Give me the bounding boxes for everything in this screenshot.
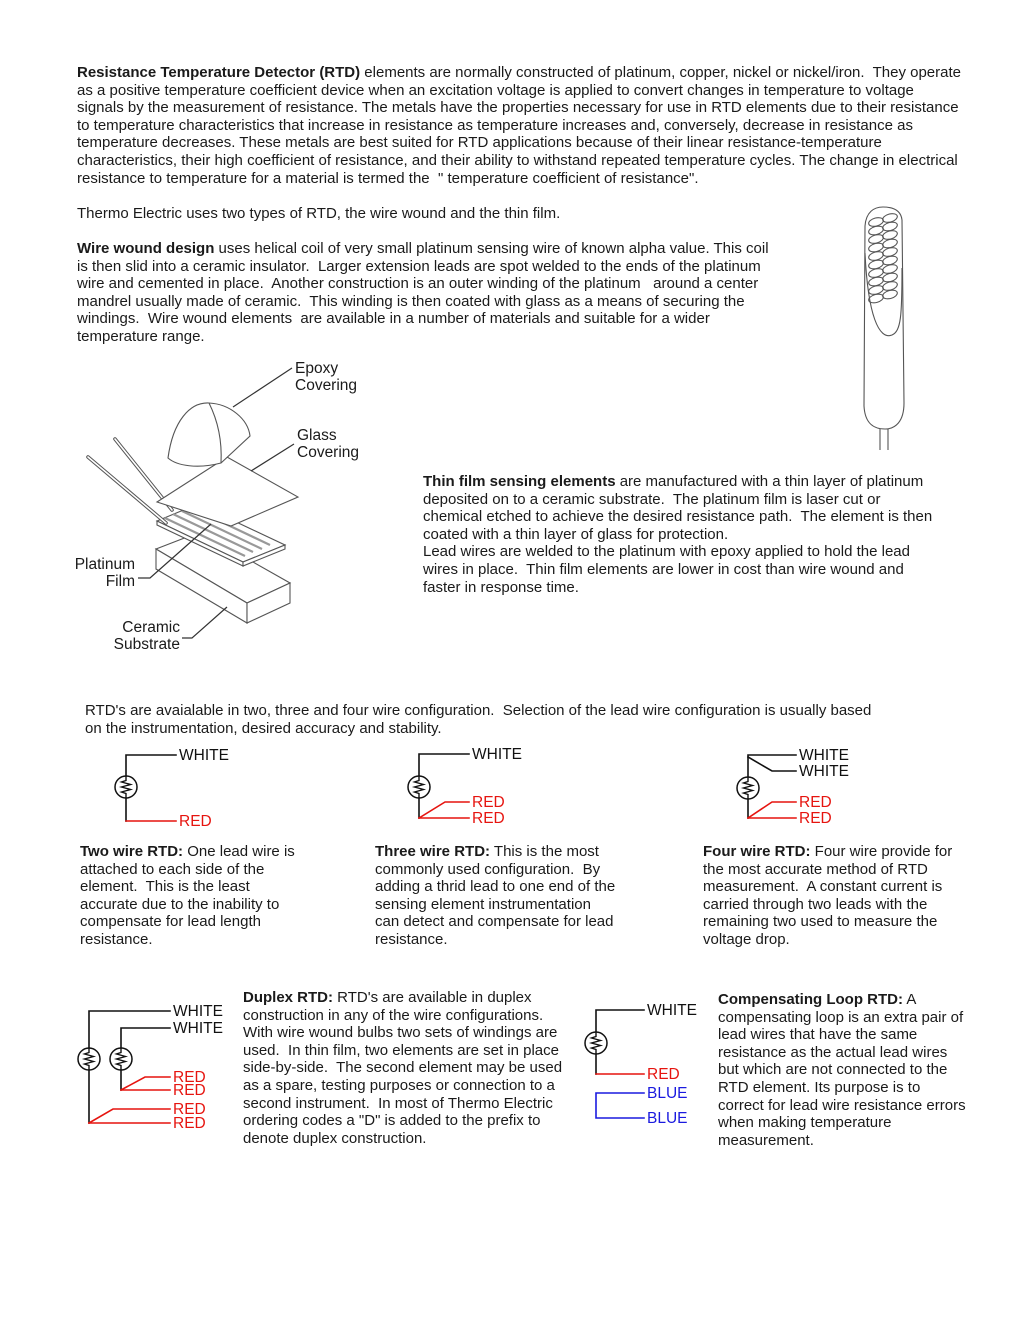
thin-film-body-text: are manufactured with a thin layer of pl… [423,473,933,596]
rtd-element-symbol [109,1047,133,1071]
comp-white-label: WHITE [647,1002,697,1019]
intro-body-text: elements are normally constructed of pla… [77,64,966,187]
label-epoxy-covering: Epoxy Covering [295,360,358,395]
three-wire-red-label-2: RED [472,810,505,827]
three-wire-white-lead [418,753,470,777]
label-ceramic-substrate: Ceramic Substrate [113,619,180,654]
duplex-red-label-2: RED [173,1082,206,1099]
four-wire-title-bold: Four wire RTD: [703,843,811,860]
leader-lines [138,367,295,639]
four-wire-white-label-1: WHITE [799,747,849,764]
four-wire-red-label-2: RED [799,810,832,827]
comp-blue-label-1: BLUE [647,1085,688,1102]
duplex-red-lead-3 [87,1108,171,1125]
label-platinum-film: Platinum Film [74,556,135,591]
four-wire-white-lead-2 [746,755,797,772]
wire-wound-probe-illustration [863,206,905,450]
four-wire-body-text: Four wire provide for the most accurate … [703,843,957,948]
rtd-element-symbol [584,1031,608,1055]
wire-wound-body-text: uses helical coil of very small platinum… [77,240,773,345]
rtd-types-line: Thermo Electric uses two types of RTD, t… [77,205,797,223]
duplex-white-lead-1 [88,1010,171,1050]
duplex-white-lead-2 [120,1027,171,1050]
comp-red-label: RED [647,1066,680,1083]
comp-title-bold: Compensating Loop RTD: [718,991,903,1008]
platinum-film-shape [155,503,287,567]
two-wire-title-bold: Two wire RTD: [80,843,184,860]
compensating-loop-card: Compensating Loop RTD: A compensating lo… [718,991,970,1149]
thin-film-exploded-diagram [86,367,300,639]
probe-lead-stem [879,429,889,450]
probe-cutaway-edge [864,252,903,337]
comp-white-lead [595,1009,645,1034]
glass-covering-shape [155,456,300,527]
four-wire-red-label-1: RED [799,794,832,811]
three-wire-red-lead-1 [417,801,470,820]
wire-wound-paragraph: Wire wound design uses helical coil of v… [77,240,777,346]
duplex-red-lead-1 [119,1076,171,1092]
three-wire-title-bold: Three wire RTD: [375,843,491,860]
two-wire-white-label: WHITE [179,747,229,764]
three-wire-red-label-1: RED [472,794,505,811]
four-wire-white-label-2: WHITE [799,763,849,780]
label-glass-covering: Glass Covering [297,427,360,462]
wire-wound-lead-bold: Wire wound design [77,240,215,257]
ceramic-substrate-shape [154,531,292,624]
intro-lead-bold: Resistance Temperature Detector (RTD) [77,64,361,81]
comp-blue-loop [595,1092,645,1119]
four-wire-diagram: WHITE WHITE RED RED [736,747,849,827]
duplex-white-label-2: WHITE [173,1020,223,1037]
intro-paragraph: Resistance Temperature Detector (RTD) el… [77,64,961,187]
duplex-red-label-3: RED [173,1101,206,1118]
duplex-body-text: RTD's are available in duplex constructi… [243,989,567,1147]
config-intro-text: RTD's are avaialable in two, three and f… [85,702,876,737]
two-wire-card: Two wire RTD: One lead wire is attached … [80,843,295,949]
duplex-red-label-4: RED [173,1115,206,1132]
duplex-white-label-1: WHITE [173,1003,223,1020]
compensating-loop-diagram: WHITE RED BLUE BLUE [584,1002,697,1127]
thin-film-lead-bold: Thin film sensing elements [423,473,616,490]
four-wire-red-lead-1 [746,801,797,820]
duplex-diagram: WHITE WHITE RED RED RED RED [77,1003,223,1132]
epoxy-covering-shape [167,402,251,467]
two-wire-diagram: WHITE RED [114,747,229,830]
rtd-element-symbol [736,776,760,800]
four-wire-card: Four wire RTD: Four wire provide for the… [703,843,953,949]
lead-wires-shape [86,437,174,525]
three-wire-card: Three wire RTD: This is the most commonl… [375,843,618,949]
comp-body-text: A compensating loop is an extra pair of … [718,991,970,1149]
comp-blue-label-2: BLUE [647,1110,688,1127]
two-wire-white-lead [125,754,177,777]
three-wire-body-text: This is the most commonly used configura… [375,843,620,948]
three-wire-diagram: WHITE RED RED [407,746,522,827]
rtd-element-symbol [407,775,431,799]
config-intro-paragraph: RTD's are avaialable in two, three and f… [85,702,885,737]
thin-film-paragraph: Thin film sensing elements are manufactu… [423,473,938,596]
rtd-element-symbol [114,775,138,799]
two-wire-body-text: One lead wire is attached to each side o… [80,843,299,948]
three-wire-white-label: WHITE [472,746,522,763]
two-wire-red-label: RED [179,813,212,830]
probe-sheath-outline [863,206,905,430]
duplex-red-label-1: RED [173,1069,206,1086]
four-wire-white-lead-1 [747,754,797,778]
probe-coil-windings [868,213,898,304]
duplex-title-bold: Duplex RTD: [243,989,333,1006]
rtd-types-text: Thermo Electric uses two types of RTD, t… [77,205,561,222]
rtd-element-symbol [77,1047,101,1071]
duplex-card: Duplex RTD: RTD's are available in duple… [243,989,575,1147]
